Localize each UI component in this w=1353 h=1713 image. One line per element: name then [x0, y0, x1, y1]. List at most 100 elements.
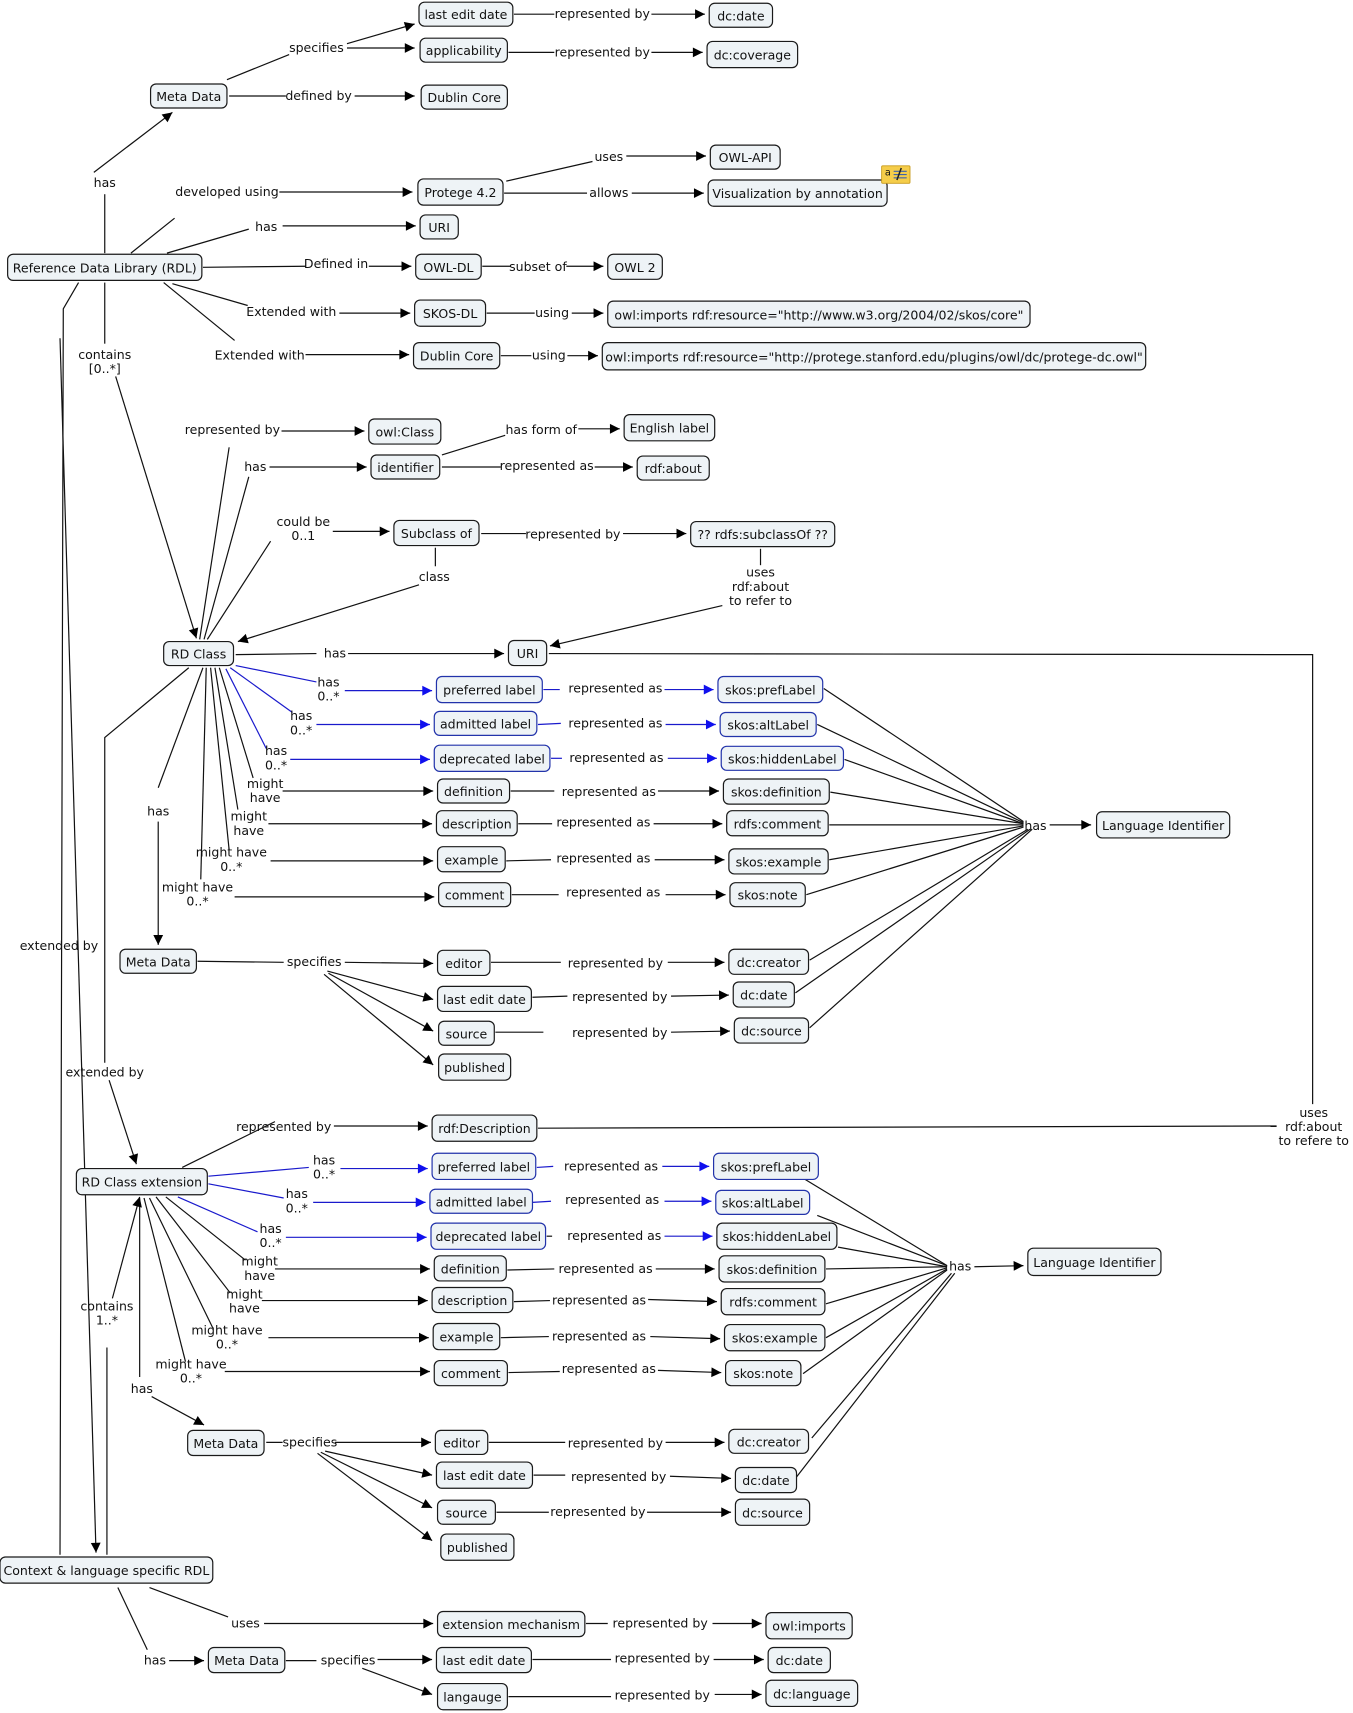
concept-node[interactable]: editor	[436, 949, 491, 977]
concept-node[interactable]: deprecated label	[433, 744, 551, 772]
concept-node[interactable]: skos:example	[723, 1323, 826, 1352]
concept-node[interactable]: Visualization by annotation	[707, 179, 888, 207]
concept-node[interactable]: applicability	[419, 37, 508, 63]
concept-node[interactable]: dc:coverage	[706, 40, 799, 69]
concept-node[interactable]: dc:date	[708, 2, 774, 28]
concept-node[interactable]: dc:date	[734, 1466, 798, 1494]
concept-node[interactable]: rdf:about	[636, 455, 710, 481]
concept-node[interactable]: ?? rdfs:subclassOf ??	[690, 520, 836, 548]
node-box	[430, 1222, 547, 1250]
concept-node[interactable]: URI	[419, 214, 459, 240]
concept-node[interactable]: Subclass of	[393, 519, 480, 547]
node-text: Meta Data	[193, 1436, 258, 1451]
concept-node[interactable]: preferred label	[431, 1152, 537, 1181]
concept-node[interactable]: last edit date	[435, 1461, 534, 1489]
concept-node[interactable]: identifier	[370, 454, 441, 480]
arrowhead-icon	[356, 462, 367, 472]
concept-node[interactable]: dc:creator	[728, 948, 810, 975]
concept-node[interactable]: dc:date	[767, 1646, 831, 1674]
concept-node[interactable]: OWL 2	[607, 253, 663, 280]
concept-node[interactable]: example	[432, 1322, 501, 1351]
concept-node[interactable]: rdfs:comment	[726, 810, 829, 837]
concept-node[interactable]: preferred label	[435, 675, 543, 704]
link-line	[181, 1121, 276, 1168]
concept-node[interactable]: admitted label	[433, 710, 538, 736]
concept-node[interactable]: last edit date	[436, 985, 532, 1013]
concept-node[interactable]: owl:imports rdf:resource="http://protege…	[601, 341, 1147, 371]
node-box	[436, 846, 506, 873]
concept-node[interactable]: RD Class	[163, 640, 235, 667]
concept-node[interactable]: rdf:Description	[431, 1114, 538, 1142]
concept-node[interactable]: definition	[433, 1255, 507, 1282]
link-label: represented by	[236, 1118, 332, 1133]
node-box	[636, 455, 710, 481]
concept-node[interactable]: dc:language	[765, 1679, 859, 1708]
node-text: dc:date	[740, 988, 788, 1003]
concept-node[interactable]: editor	[434, 1429, 489, 1456]
concept-node[interactable]: skos:altLabel	[719, 711, 817, 738]
arrowhead-icon	[588, 350, 598, 361]
concept-node[interactable]: Protege 4.2	[417, 178, 504, 206]
concept-node[interactable]: skos:definition	[722, 778, 830, 805]
concept-node[interactable]: example	[436, 846, 506, 873]
concept-node[interactable]: admitted label	[429, 1188, 534, 1214]
concept-node[interactable]: extension mechanism	[436, 1610, 586, 1638]
concept-node[interactable]: dc:date	[732, 981, 795, 1008]
link-line	[441, 434, 506, 456]
concept-node[interactable]: skos:prefLabel	[712, 1152, 819, 1181]
concept-node[interactable]: comment	[438, 882, 512, 908]
concept-node[interactable]: owl:imports	[765, 1612, 853, 1640]
arrowhead-icon	[721, 1507, 732, 1518]
concept-node[interactable]: English label	[623, 414, 716, 442]
concept-node[interactable]: skos:note	[725, 1359, 802, 1387]
concept-node[interactable]: published	[440, 1533, 515, 1561]
concept-node[interactable]: definition	[436, 778, 511, 804]
concept-node[interactable]: rdfs:comment	[720, 1287, 826, 1316]
concept-node[interactable]: SKOS-DL	[414, 299, 487, 327]
concept-node[interactable]: OWL-API	[709, 144, 781, 170]
concept-node[interactable]: Context & language specific RDL	[0, 1556, 214, 1584]
arrowhead-icon	[422, 992, 434, 1002]
concept-node[interactable]: comment	[433, 1359, 508, 1387]
concept-node[interactable]: skos:altLabel	[715, 1189, 811, 1215]
concept-node[interactable]: description	[435, 810, 518, 837]
concept-node[interactable]: Meta Data	[149, 83, 228, 109]
concept-node[interactable]: Dublin Core	[420, 84, 508, 110]
annotation-note-icon[interactable]: a	[881, 165, 911, 184]
concept-node[interactable]: source	[436, 1499, 496, 1525]
node-box	[434, 1429, 489, 1456]
concept-node[interactable]: Dublin Core	[412, 341, 501, 370]
concept-node[interactable]: skos:example	[728, 848, 829, 875]
concept-node[interactable]: Meta Data	[207, 1646, 286, 1674]
node-text: rdf:Description	[438, 1121, 530, 1136]
concept-node[interactable]: skos:hiddenLabel	[720, 745, 845, 771]
concept-node[interactable]: dc:source	[734, 1498, 811, 1526]
concept-node[interactable]: skos:definition	[718, 1255, 826, 1283]
concept-node[interactable]: Language Identifier	[1095, 811, 1231, 839]
node-text: skos:altLabel	[722, 1195, 804, 1210]
concept-node[interactable]: published	[438, 1053, 512, 1081]
concept-node[interactable]: owl:Class	[368, 418, 442, 445]
concept-node[interactable]: skos:prefLabel	[717, 675, 824, 704]
concept-node[interactable]: dc:creator	[728, 1428, 810, 1454]
concept-node[interactable]: OWL-DL	[415, 253, 482, 280]
concept-node[interactable]: skos:note	[729, 882, 806, 908]
concept-node[interactable]: last edit date	[435, 1646, 532, 1674]
concept-node[interactable]: URI	[507, 639, 548, 667]
concept-node[interactable]: langauge	[436, 1682, 508, 1711]
concept-node[interactable]: dc:source	[733, 1017, 810, 1044]
concept-node[interactable]: Meta Data	[119, 948, 198, 974]
concept-node[interactable]: Reference Data Library (RDL)	[7, 253, 203, 282]
concept-node[interactable]: last edit date	[418, 1, 514, 27]
concept-node[interactable]: deprecated label	[430, 1222, 547, 1250]
link-line	[816, 723, 1024, 824]
node-box	[420, 84, 508, 110]
concept-node[interactable]: description	[431, 1286, 514, 1314]
concept-node[interactable]: skos:hiddenLabel	[716, 1222, 838, 1250]
concept-node[interactable]: RD Class extension	[75, 1167, 208, 1196]
link-label: has	[1024, 817, 1046, 832]
concept-node[interactable]: Language Identifier	[1027, 1247, 1162, 1277]
concept-node[interactable]: Meta Data	[187, 1429, 265, 1457]
concept-node[interactable]: source	[438, 1020, 495, 1046]
concept-node[interactable]: owl:imports rdf:resource="http://www.w3.…	[607, 300, 1031, 328]
